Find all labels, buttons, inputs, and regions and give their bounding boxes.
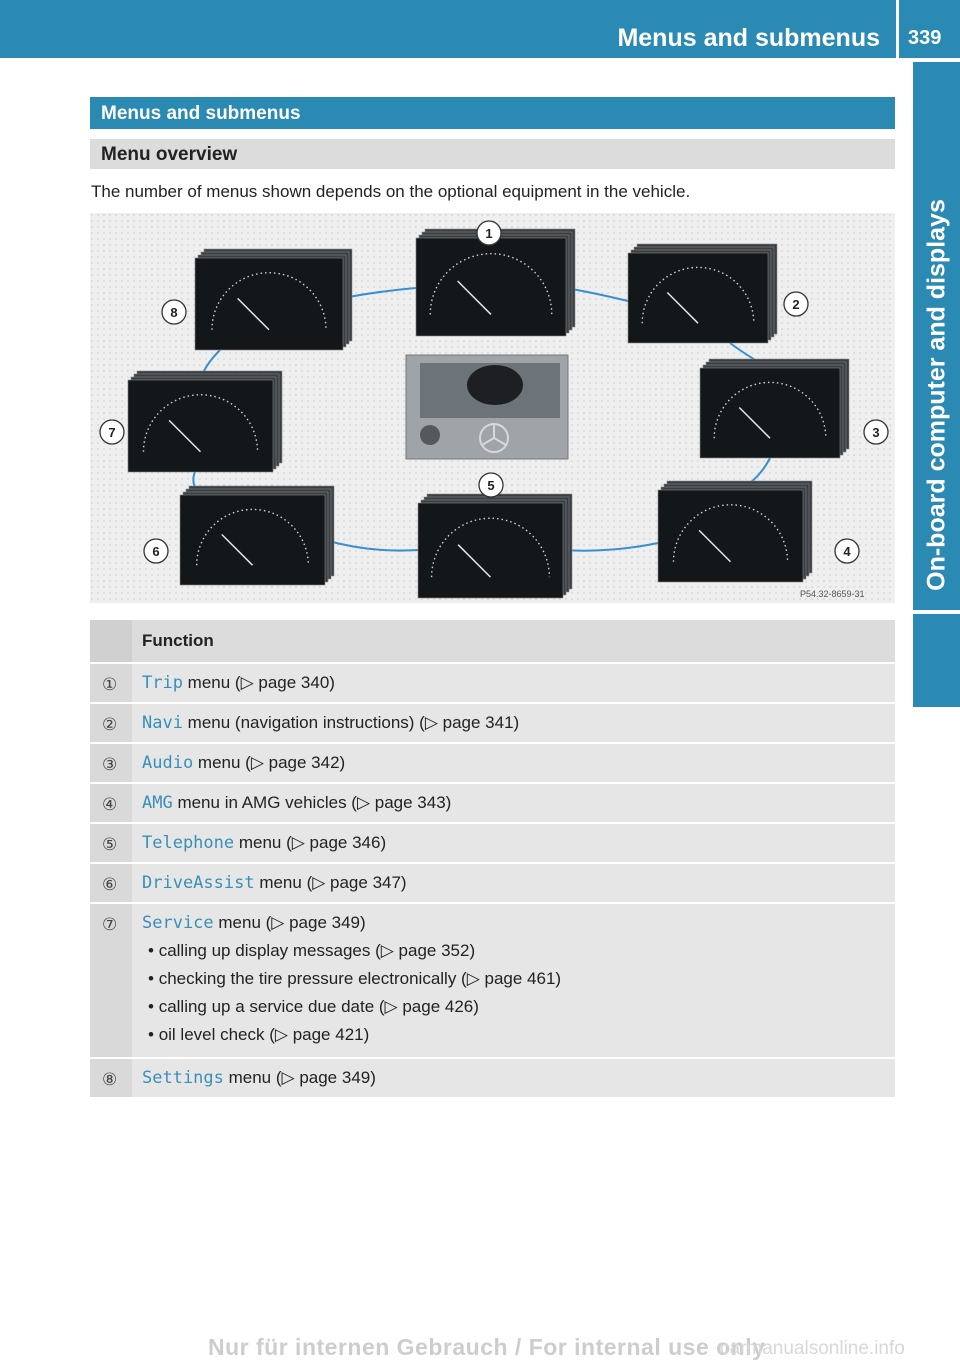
table-row: ⑦ Service menu (▷ page 349) • calling up d…	[90, 902, 895, 1057]
row-number: ⑦	[90, 904, 132, 1057]
menu-keyword: Navi	[142, 713, 183, 733]
menu-reference: menu (▷ page 349)	[213, 913, 366, 932]
cluster-screen	[194, 248, 353, 351]
menu-keyword: Service	[142, 913, 214, 933]
cluster-screen	[417, 493, 573, 599]
section-heading: Menus and submenus	[90, 97, 895, 129]
bullet-item: • calling up a service due date (▷ page …	[148, 997, 479, 1016]
callout-marker: 4	[834, 538, 860, 564]
row-description: Settings menu (▷ page 349)	[132, 1059, 895, 1097]
menu-reference: menu (navigation instructions) (▷ page 3…	[182, 713, 520, 732]
table-header-function: Function	[142, 631, 214, 650]
bullet-item: • calling up display messages (▷ page 35…	[148, 941, 476, 960]
chapter-tab-marker	[913, 614, 960, 707]
menu-reference: menu (▷ page 340)	[182, 673, 335, 692]
svg-text:2: 2	[792, 297, 799, 312]
page-header-bar: Menus and submenus 339	[0, 0, 960, 58]
row-number: ⑤	[90, 824, 132, 862]
header-title: Menus and submenus	[617, 24, 880, 52]
menu-keyword: AMG	[142, 793, 173, 813]
row-number: ②	[90, 704, 132, 742]
menu-reference: menu (▷ page 342)	[193, 753, 346, 772]
callout-marker: 1	[476, 220, 502, 246]
row-number: ①	[90, 664, 132, 702]
row-description: DriveAssist menu (▷ page 347)	[132, 864, 895, 902]
intro-paragraph: The number of menus shown depends on the…	[91, 182, 691, 201]
row-number: ③	[90, 744, 132, 782]
dashboard-photo	[405, 354, 569, 460]
watermark-site: carmanualsonline.info	[720, 1338, 905, 1359]
instrument-cluster-illustration: 1 2 3 4 5 6 7 8 P54.32-8659-31	[90, 213, 895, 603]
svg-text:1: 1	[485, 226, 492, 241]
callout-marker: 5	[478, 472, 504, 498]
svg-text:7: 7	[108, 425, 115, 440]
menu-keyword: Telephone	[142, 833, 235, 853]
page-number: 339	[908, 27, 942, 49]
menu-overview-figure: 1 2 3 4 5 6 7 8 P54.32-8659-31	[90, 213, 895, 603]
row-description: Navi menu (navigation instructions) (▷ p…	[132, 704, 895, 742]
callout-marker: 3	[863, 419, 889, 445]
cluster-screen	[627, 243, 778, 344]
svg-text:3: 3	[872, 425, 879, 440]
table-header-row: Function	[90, 620, 895, 662]
row-number: ⑥	[90, 864, 132, 902]
header-divider	[896, 0, 899, 58]
row-description: Trip menu (▷ page 340)	[132, 664, 895, 702]
menu-keyword: Settings	[142, 1068, 224, 1088]
cluster-screen	[657, 480, 813, 583]
watermark: Nur für internen Gebrauch / For internal…	[208, 1334, 766, 1360]
menu-reference: menu (▷ page 346)	[234, 833, 387, 852]
menu-keyword: Trip	[142, 673, 183, 693]
cluster-screen	[699, 358, 850, 459]
bullet-item: • checking the tire pressure electronica…	[148, 969, 562, 988]
table-header-num	[90, 620, 132, 662]
svg-text:4: 4	[843, 544, 851, 559]
chapter-tab	[913, 62, 960, 610]
row-description: AMG menu in AMG vehicles (▷ page 343)	[132, 784, 895, 822]
chapter-tab-label: On-board computer and displays	[922, 199, 951, 591]
callout-marker: 6	[143, 538, 169, 564]
callout-marker: 8	[161, 299, 187, 325]
menu-reference: menu in AMG vehicles (▷ page 343)	[172, 793, 452, 812]
svg-text:8: 8	[170, 305, 177, 320]
cluster-screen	[415, 228, 576, 337]
menu-keyword: Audio	[142, 753, 194, 773]
callout-marker: 2	[783, 291, 809, 317]
cluster-screen	[179, 485, 335, 586]
svg-text:6: 6	[152, 544, 159, 559]
row-description: Telephone menu (▷ page 346)	[132, 824, 895, 862]
menu-keyword: DriveAssist	[142, 873, 255, 893]
cluster-screen	[127, 370, 283, 473]
subsection-heading: Menu overview	[90, 139, 895, 169]
bullet-item: • oil level check (▷ page 421)	[148, 1025, 370, 1044]
menu-reference: menu (▷ page 349)	[223, 1068, 376, 1087]
svg-text:5: 5	[487, 478, 494, 493]
row-number: ④	[90, 784, 132, 822]
row-description: Audio menu (▷ page 342)	[132, 744, 895, 782]
row-description: Service menu (▷ page 349) • calling up di…	[132, 904, 895, 1057]
menu-reference: menu (▷ page 347)	[254, 873, 407, 892]
callout-marker: 7	[99, 419, 125, 445]
figure-code: P54.32-8659-31	[800, 589, 865, 599]
row-number: ⑧	[90, 1059, 132, 1097]
